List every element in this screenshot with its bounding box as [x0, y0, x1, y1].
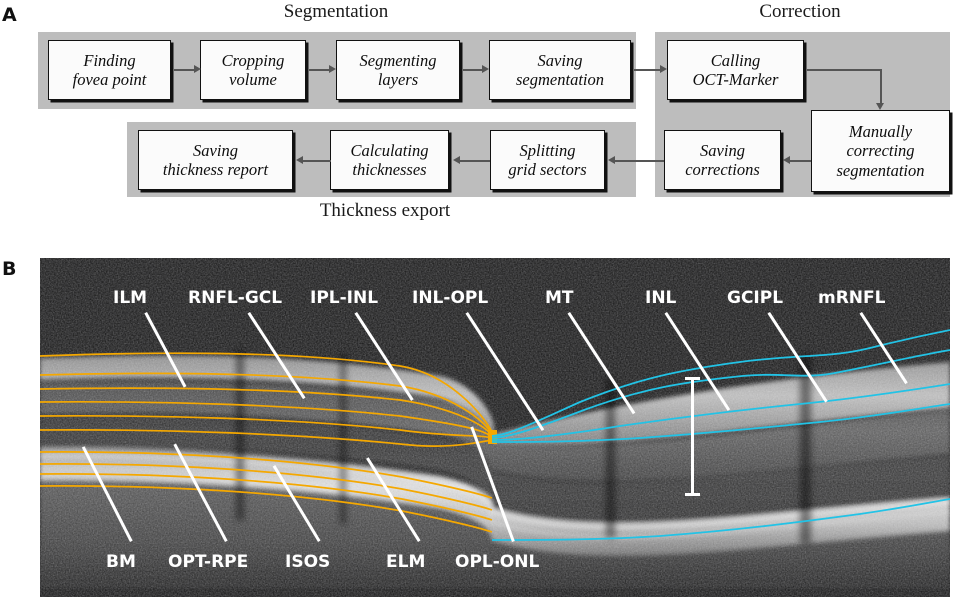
- connector-marker-to-manual-v: [880, 69, 882, 105]
- node-saving-corrections[interactable]: Saving corrections: [664, 130, 781, 190]
- arrowhead-fovea-to-cropping: [194, 65, 201, 73]
- node-saving-segmentation[interactable]: Saving segmentation: [489, 40, 631, 100]
- arrowhead-segmenting-to-saving-seg: [482, 65, 489, 73]
- node-line: thickness report: [162, 160, 269, 179]
- panel-letter-b: B: [2, 258, 17, 280]
- node-line: fovea point: [72, 70, 147, 89]
- fovea-convergence-point: [488, 430, 497, 444]
- node-line: volume: [229, 70, 277, 89]
- arrowhead-marker-to-manual: [876, 103, 884, 110]
- node-line: thicknesses: [352, 160, 427, 179]
- node-line: Manually: [848, 121, 913, 141]
- arrowhead-manual-to-saving-corrections: [783, 156, 790, 164]
- connector-segmenting-to-saving-seg: [463, 69, 483, 71]
- connector-splitting-to-calculating: [460, 160, 490, 162]
- oct-label-mrnfl: mRNFL: [818, 288, 886, 308]
- node-line: grid sectors: [508, 160, 587, 179]
- node-line: Saving: [537, 50, 583, 70]
- connector-manual-to-saving-corrections: [789, 160, 811, 162]
- node-calculating-thicknesses[interactable]: Calculating thicknesses: [330, 130, 449, 190]
- connector-cropping-to-segmenting: [309, 69, 330, 71]
- node-line: Finding: [83, 50, 136, 70]
- oct-label-bm: BM: [106, 552, 136, 572]
- node-line: Cropping: [221, 50, 285, 70]
- connector-saving-seg-to-calling-marker: [634, 69, 661, 71]
- connector-calculating-to-report: [303, 160, 331, 162]
- connector-saving-corrections-to-splitting: [615, 160, 664, 162]
- node-line: segmentation: [516, 70, 604, 89]
- group-title-segmentation: Segmentation: [283, 1, 389, 22]
- node-segmenting-layers[interactable]: Segmenting layers: [336, 40, 460, 100]
- arrowhead-cropping-to-segmenting: [329, 65, 336, 73]
- node-splitting-grid-sectors[interactable]: Splitting grid sectors: [490, 130, 605, 190]
- node-line: Calculating: [350, 140, 429, 160]
- connector-marker-to-manual-h: [807, 69, 882, 71]
- node-manually-correcting-segmentation[interactable]: Manually correcting segmentation: [811, 110, 950, 192]
- oct-label-mt: MT: [545, 288, 574, 308]
- mt-caliper-bar: [691, 378, 694, 495]
- mt-caliper-cap-top: [685, 377, 700, 380]
- node-line: correcting: [846, 141, 915, 161]
- oct-label-inl: INL: [645, 288, 677, 308]
- node-cropping-volume[interactable]: Cropping volume: [200, 40, 306, 100]
- node-saving-thickness-report[interactable]: Saving thickness report: [138, 130, 293, 190]
- node-line: OCT-Marker: [692, 70, 779, 89]
- node-line: segmentation: [836, 160, 925, 180]
- arrowhead-splitting-to-calculating: [453, 156, 460, 164]
- node-line: Calling: [710, 50, 761, 70]
- node-line: Saving: [193, 140, 238, 160]
- node-line: Splitting: [519, 140, 576, 160]
- oct-label-ipl-inl: IPL-INL: [310, 288, 379, 308]
- panel-letter-a: A: [2, 4, 17, 26]
- oct-label-opl-onl: OPL-ONL: [455, 552, 540, 572]
- group-title-correction: Correction: [759, 1, 841, 22]
- oct-label-opt-rpe: OPT-RPE: [168, 552, 249, 572]
- workflow-flowchart: Segmentation Correction Thickness export…: [0, 0, 957, 240]
- node-line: Saving: [700, 140, 745, 160]
- group-title-thickness-export: Thickness export: [319, 200, 451, 221]
- oct-label-elm: ELM: [386, 552, 426, 572]
- oct-label-isos: ISOS: [285, 552, 331, 572]
- mt-caliper-cap-bottom: [685, 493, 700, 496]
- oct-label-ilm: ILM: [113, 288, 148, 308]
- node-finding-fovea-point[interactable]: Finding fovea point: [48, 40, 171, 100]
- oct-label-inl-opl: INL-OPL: [412, 288, 489, 308]
- arrowhead-saving-corrections-to-splitting: [608, 156, 615, 164]
- node-line: Segmenting: [359, 50, 437, 70]
- oct-bscan-image: [40, 258, 950, 597]
- node-line: corrections: [685, 160, 760, 179]
- oct-label-gcipl: GCIPL: [727, 288, 784, 308]
- arrowhead-calculating-to-report: [296, 156, 303, 164]
- cyan-boundary-lines: [491, 329, 950, 541]
- arrowhead-saving-seg-to-calling-marker: [660, 65, 667, 73]
- node-calling-oct-marker[interactable]: Calling OCT-Marker: [667, 40, 804, 100]
- orange-boundary-lines: [40, 352, 493, 533]
- oct-label-rnfl-gcl: RNFL-GCL: [188, 288, 283, 308]
- node-line: layers: [377, 70, 419, 89]
- connector-fovea-to-cropping: [174, 69, 195, 71]
- oct-segmentation-overlay: [40, 258, 950, 597]
